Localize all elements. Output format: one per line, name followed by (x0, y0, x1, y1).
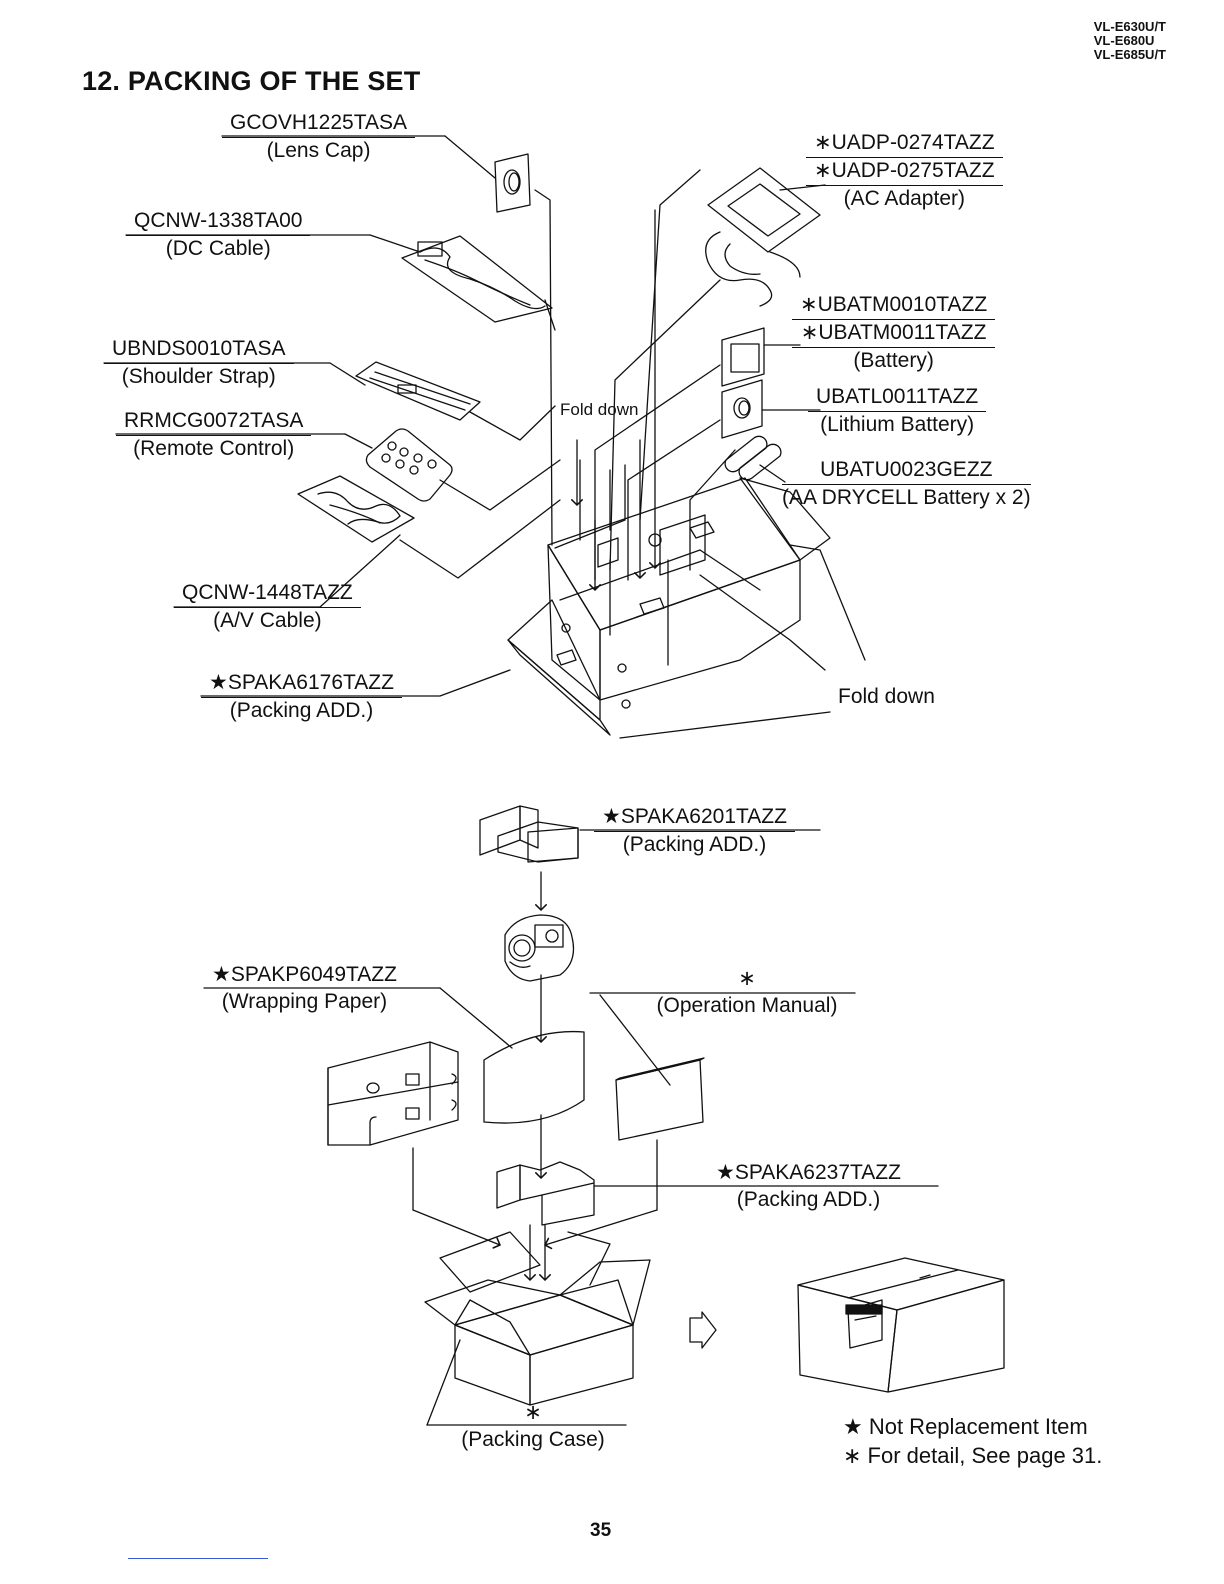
part-number-alt: ∗UBATM0011TAZZ (792, 320, 996, 348)
part-description: (AA DRYCELL Battery x 2) (782, 486, 1031, 509)
label-battery: ∗UBATM0010TAZZ ∗UBATM0011TAZZ (Battery) (792, 292, 996, 374)
model-1: VL-E630U/T (1093, 19, 1166, 34)
next-step-arrow-icon (690, 1312, 716, 1348)
part-description: (Battery) (853, 349, 934, 372)
part-description: (Packing ADD.) (622, 833, 767, 856)
label-packing-add-3: ★SPAKA6237TAZZ (Packing ADD.) (708, 1160, 909, 1213)
page-number: 35 (590, 1520, 612, 1541)
part-number: ∗ (524, 1401, 542, 1424)
part-description: (Packing ADD.) (229, 699, 374, 722)
part-number-alt: ∗UADP-0275TAZZ (806, 158, 1003, 186)
label-wrapping-paper: ★SPAKP6049TAZZ (Wrapping Paper) (204, 962, 405, 1015)
part-description: (Wrapping Paper) (221, 990, 388, 1013)
av-cable-icon (298, 476, 414, 542)
packing-case-closed-icon (798, 1258, 1004, 1392)
part-number: UBATU0023GEZZ (782, 457, 1031, 485)
label-ac-adapter: ∗UADP-0274TAZZ ∗UADP-0275TAZZ (AC Adapte… (806, 130, 1003, 212)
label-lithium-battery: UBATL0011TAZZ (Lithium Battery) (808, 384, 987, 438)
label-dc-cable: QCNW-1338TA00 (DC Cable) (126, 208, 311, 262)
legend: ★ Not Replacement Item ∗ For detail, See… (843, 1412, 1102, 1470)
part-number: ★SPAKA6237TAZZ (716, 1161, 901, 1184)
remote-control-icon (366, 429, 452, 501)
aa-battery-icon (725, 436, 785, 482)
part-number: RRMCG0072TASA (116, 408, 312, 436)
packing-tray-icon (508, 210, 865, 738)
leader-lines-right (595, 365, 735, 580)
fold-down-note-2: Fold down (838, 685, 935, 708)
part-number: ∗UBATM0010TAZZ (792, 292, 996, 320)
label-shoulder-strap: UBNDS0010TASA (Shoulder Strap) (104, 336, 294, 390)
label-aa-battery: UBATU0023GEZZ (AA DRYCELL Battery x 2) (782, 457, 1031, 511)
footer-rule (128, 1558, 268, 1559)
page-title: 12. PACKING OF THE SET (82, 66, 421, 96)
model-2: VL-E680U (1093, 33, 1155, 48)
part-number: ★SPAKP6049TAZZ (212, 963, 397, 986)
part-number: ∗UADP-0274TAZZ (806, 130, 1003, 158)
part-number: ★SPAKA6176TAZZ (201, 670, 402, 698)
part-description: (Lens Cap) (266, 139, 371, 162)
part-number: QCNW-1448TAZZ (174, 580, 361, 608)
part-number: QCNW-1338TA00 (126, 208, 311, 236)
label-lens-cap: GCOVH1225TASA (Lens Cap) (222, 110, 416, 164)
part-description: (Packing Case) (461, 1428, 605, 1451)
operation-manual-icon (590, 993, 855, 1140)
part-description: (Operation Manual) (656, 994, 838, 1017)
part-number: ★SPAKA6201TAZZ (594, 804, 795, 832)
shoulder-strap-icon (356, 362, 480, 420)
part-number: UBNDS0010TASA (104, 336, 294, 364)
part-description: (A/V Cable) (213, 609, 322, 632)
dc-cable-icon (402, 236, 552, 322)
label-remote-control: RRMCG0072TASA (Remote Control) (116, 408, 312, 462)
label-operation-manual: ∗ (Operation Manual) (634, 966, 860, 1019)
part-number: UBATL0011TAZZ (808, 384, 987, 412)
part-description: (Remote Control) (133, 437, 295, 460)
part-description: (Lithium Battery) (820, 413, 975, 436)
part-description: (AC Adapter) (843, 187, 965, 210)
label-packing-case: ∗ (Packing Case) (440, 1400, 626, 1453)
part-number: ∗ (738, 967, 756, 990)
packing-case-open-icon (425, 1232, 650, 1425)
camcorder-icon (505, 915, 574, 981)
wrapping-paper-icon (204, 988, 584, 1123)
legend-asterisk: ∗ For detail, See page 31. (843, 1443, 1103, 1468)
part-description: (Packing ADD.) (736, 1188, 881, 1211)
part-description: (Shoulder Strap) (121, 365, 276, 388)
battery-icon (722, 328, 800, 386)
lithium-battery-icon (722, 380, 820, 438)
model-3: VL-E685U/T (1093, 47, 1166, 62)
packing-add-2-icon (480, 806, 820, 862)
part-number: GCOVH1225TASA (222, 110, 416, 138)
model-list: VL-E630U/T VL-E680U VL-E685U/T (1094, 20, 1166, 62)
foam-blocks-icon (328, 1042, 458, 1145)
label-packing-add-1: ★SPAKA6176TAZZ (Packing ADD.) (201, 670, 402, 724)
legend-star: ★ Not Replacement Item (843, 1414, 1088, 1439)
lens-cap-icon (495, 154, 530, 212)
label-packing-add-2: ★SPAKA6201TAZZ (Packing ADD.) (594, 804, 795, 858)
fold-down-note-1: Fold down (560, 400, 639, 419)
part-description: (DC Cable) (165, 237, 271, 260)
packing-add-3-icon (497, 1162, 938, 1225)
label-av-cable: QCNW-1448TAZZ (A/V Cable) (174, 580, 361, 634)
